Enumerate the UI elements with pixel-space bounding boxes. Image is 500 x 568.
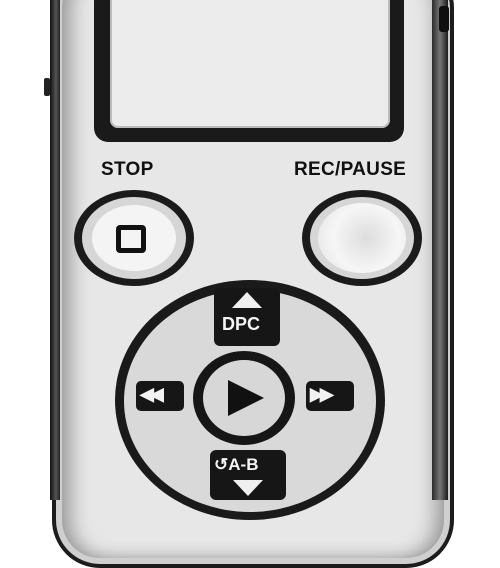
ab-label-text: A-B [228, 455, 259, 474]
rewind-icon: ◀◀ [140, 384, 164, 404]
left-side-edge [50, 0, 60, 500]
side-port [44, 78, 50, 96]
fast-forward-button[interactable] [306, 381, 354, 411]
dpc-label: DPC [222, 314, 261, 334]
rec-pause-label: REC/PAUSE [294, 159, 407, 180]
down-triangle-icon [233, 480, 263, 496]
voice-recorder: STOP REC/PAUSE DPC ◀◀ ▶▶ ↺A-B [44, 0, 454, 568]
fast-forward-icon: ▶▶ [310, 384, 334, 404]
rewind-button[interactable] [136, 381, 184, 411]
side-switch[interactable] [439, 6, 449, 32]
up-triangle-icon [232, 292, 262, 308]
ab-repeat-label: ↺A-B [214, 455, 258, 475]
stop-label: STOP [101, 159, 154, 180]
rec-pause-button[interactable] [318, 203, 406, 273]
right-side-edge [432, 0, 448, 500]
lcd-screen [110, 0, 390, 128]
repeat-icon: ↺ [214, 455, 229, 474]
stop-square-icon [116, 225, 146, 253]
play-icon [228, 380, 264, 416]
